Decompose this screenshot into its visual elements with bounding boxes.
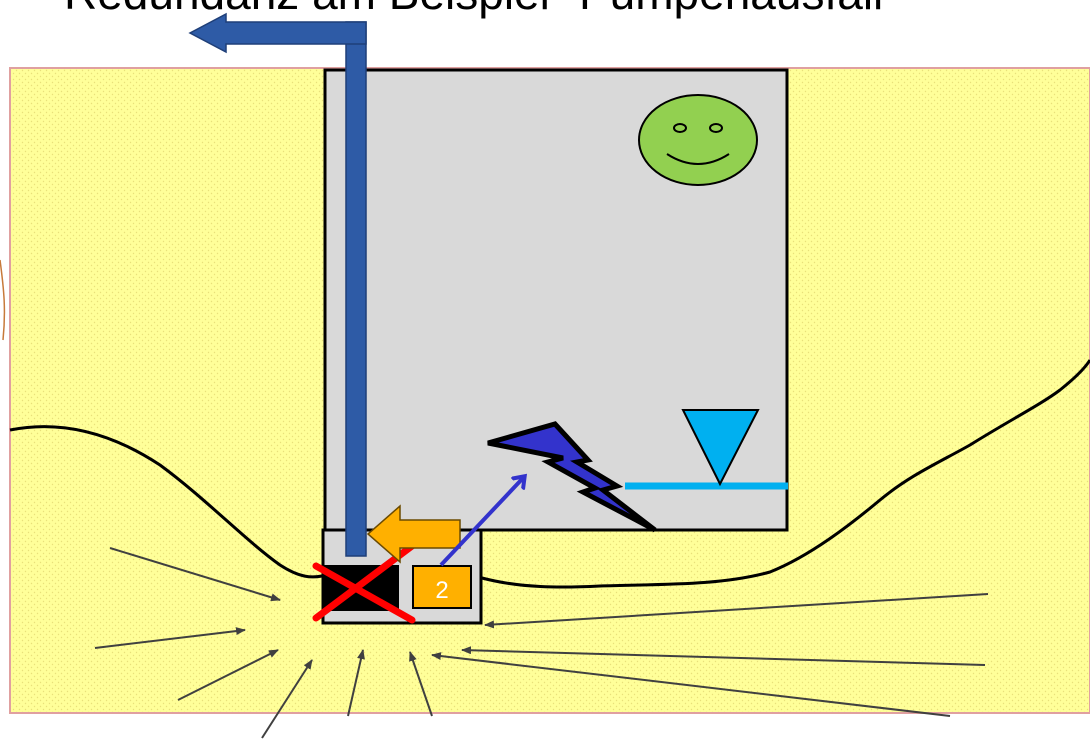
water-level-icon bbox=[681, 409, 760, 487]
inflow-arrow bbox=[484, 593, 989, 629]
inflow-arrow bbox=[177, 649, 279, 701]
edge-fragment bbox=[0, 259, 6, 341]
inflow-arrow bbox=[461, 646, 986, 666]
inflow-arrow bbox=[94, 627, 246, 649]
inflow-arrow bbox=[431, 652, 951, 717]
inflow-arrow bbox=[347, 649, 365, 717]
inflow-arrow bbox=[261, 659, 313, 739]
smiley-face-icon bbox=[638, 94, 758, 186]
outflow-arrow-icon bbox=[188, 12, 367, 54]
groundwater-line-left bbox=[9, 425, 323, 579]
signal-arrow bbox=[439, 477, 524, 567]
left-arrow-icon bbox=[366, 504, 461, 564]
lightning-icon bbox=[487, 421, 657, 533]
inflow-arrows bbox=[94, 547, 989, 739]
groundwater-line-right bbox=[481, 359, 1090, 589]
inflow-arrow bbox=[409, 651, 433, 717]
page-title: Redundanz am Beispiel "Pumpenausfall" bbox=[64, 0, 900, 20]
pump-2-label: 2 bbox=[435, 577, 448, 604]
discharge-pipe bbox=[345, 21, 367, 557]
pump-2 bbox=[412, 565, 472, 609]
inflow-arrow bbox=[109, 547, 281, 602]
